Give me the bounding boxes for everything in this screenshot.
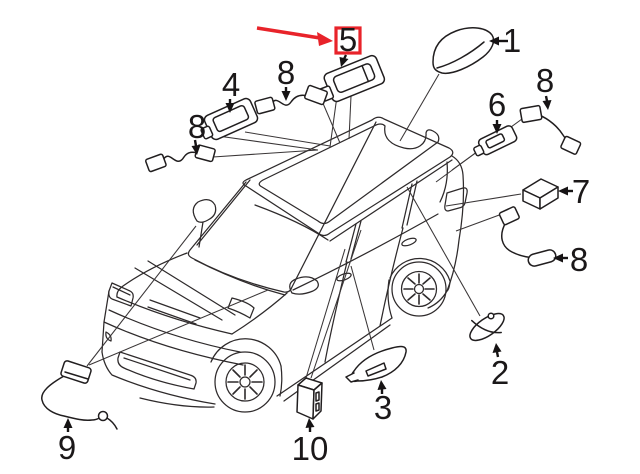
vehicle-windshield [187,121,377,296]
callout-label-9: 9 [58,429,76,466]
arrow-part7 [558,186,573,196]
callout-labels: 1 4 8 8 5 6 8 7 8 2 3 10 9 [58,21,590,467]
callout-label-8-left: 8 [188,108,206,145]
callout-label-3: 3 [374,389,392,426]
small-antenna-module-icon [473,125,518,157]
leader-part3 [350,265,375,351]
roof-antenna-module-4-icon [200,97,259,141]
callout-label-8-top-center: 8 [277,54,295,91]
arrow-part2 [492,343,502,358]
arrow-part8-top-center [281,87,291,101]
vehicle-side [276,161,448,402]
leader-part9-b [86,225,197,367]
leader-part5-a [329,95,338,148]
leader-part8-right [455,213,503,232]
callout-label-10: 10 [292,430,329,467]
callout-label-7: 7 [572,173,590,210]
arrow-part3 [377,380,387,394]
rear-wheel [391,261,447,317]
leader-part4-b [244,131,331,147]
leader-part9-a [88,289,269,366]
near-mirror [289,276,319,295]
highlight-part5 [256,26,362,55]
leader-part10-b [310,229,362,379]
vehicle-illustration [101,116,468,413]
vehicle-roof [242,116,454,242]
callout-label-4: 4 [222,66,240,103]
leader-part4-a [217,135,319,151]
callout-label-5-highlighted: 5 [339,21,357,58]
highlight-arrow-head [317,32,333,46]
vehicle-front-end [101,252,288,408]
handle-trim-antenna-icon [345,345,407,383]
callout-label-2: 2 [491,354,509,391]
antenna-jumper-cable-right-icon [498,206,557,267]
arrow-part10 [305,418,315,432]
antenna-jumper-cable-left-icon [145,144,216,173]
disc-patch-antenna-icon [469,312,505,342]
arrow-part6 [492,120,502,134]
amplifier-box-icon [522,178,559,210]
arrow-part5 [339,54,349,67]
leader-part5-b [348,95,352,140]
antenna-jumper-cable-top-right-icon [519,104,582,155]
arrow-part8-left [191,139,201,155]
arrow-part8-top-right [542,95,552,110]
antenna-jumper-cable-top-center-icon [254,84,328,115]
callout-label-6: 6 [488,86,506,123]
arrow-part9 [63,418,73,432]
callout-label-8-top-right: 8 [536,62,554,99]
leader-part1 [399,73,440,142]
leader-part8-left [212,149,319,158]
shark-fin-antenna-icon [432,27,495,75]
leader-part2 [406,186,481,317]
arrow-part1 [489,36,508,46]
highlight-box [334,26,362,55]
highlight-arrow-stem [256,26,321,40]
callout-label-8-right: 8 [570,241,588,278]
arrow-part4 [225,99,235,113]
leader-part10-a [305,248,346,379]
vehicle-rear [387,155,468,319]
arrow-part8-right [553,253,568,263]
leader-lines [86,73,523,379]
callout-label-1: 1 [503,22,521,59]
antenna-cable-assembly-icon [41,360,118,430]
control-module-box-icon [296,377,323,420]
callout-arrows [63,36,573,432]
front-wheel [210,338,283,413]
far-mirror [192,198,217,248]
leader-part8-top-center [321,100,341,144]
leader-part7 [445,193,522,207]
